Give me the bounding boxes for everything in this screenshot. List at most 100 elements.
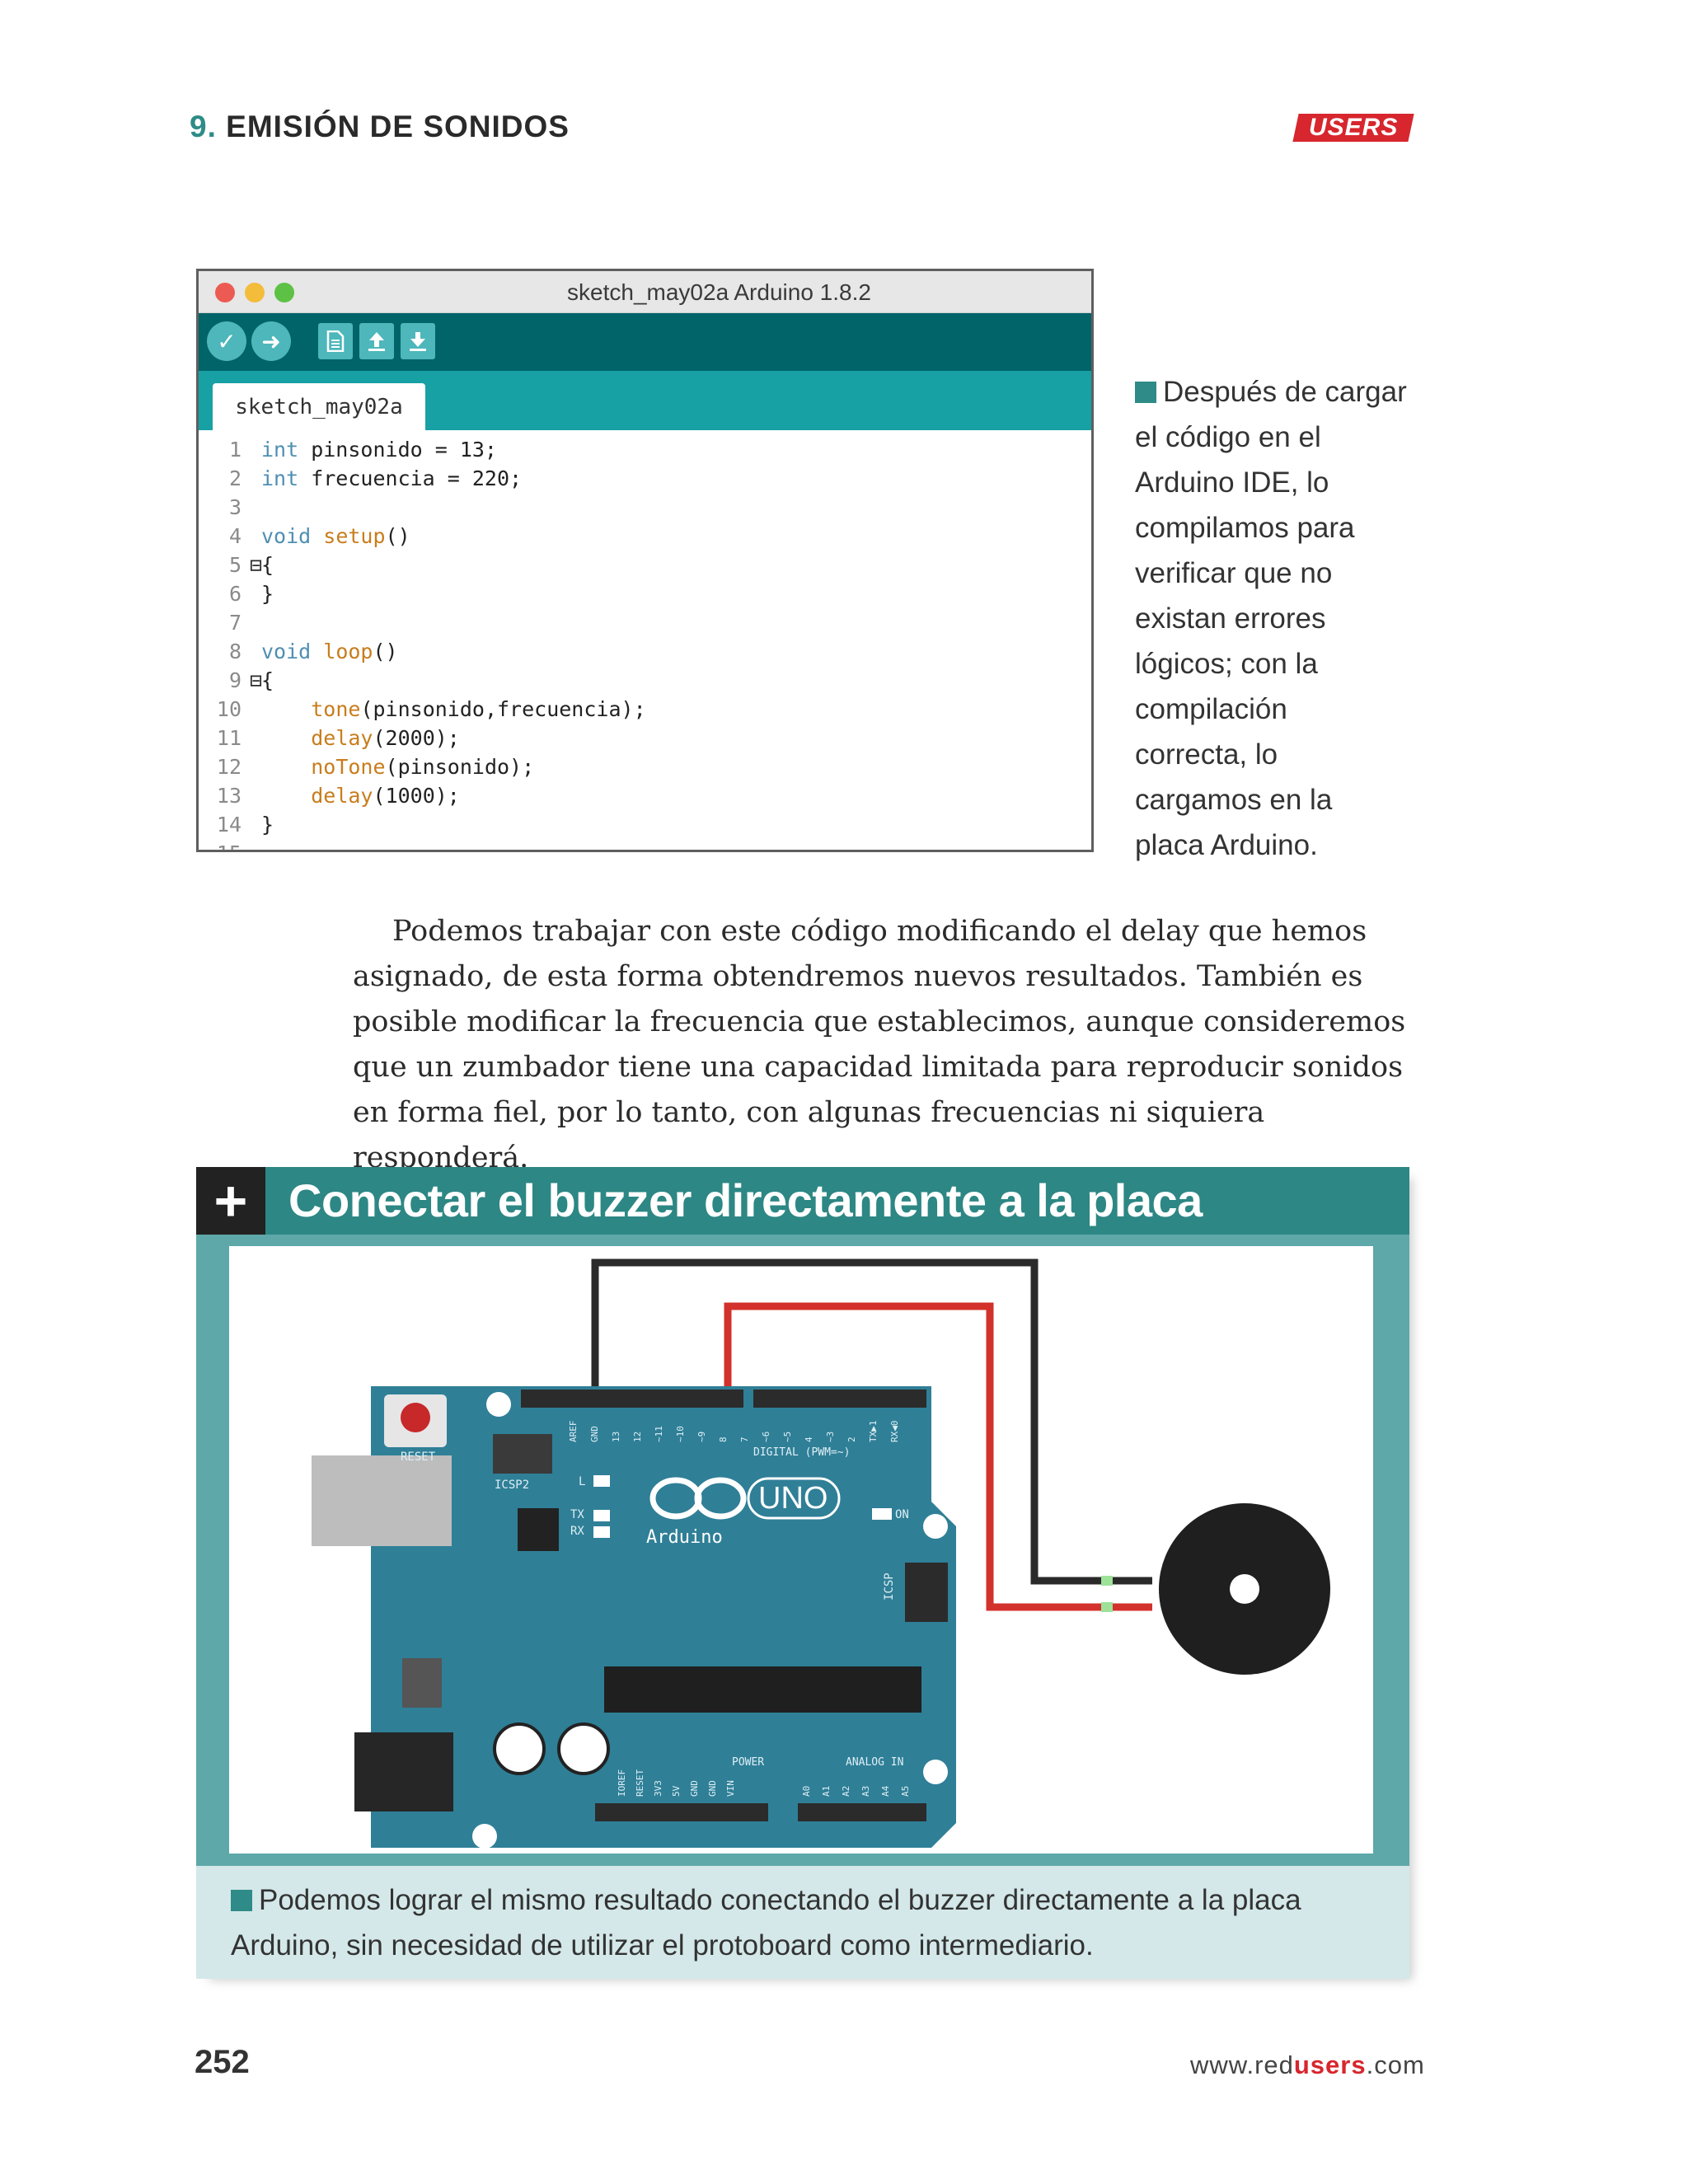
fold-icon: [250, 781, 261, 810]
new-sketch-icon[interactable]: [318, 323, 353, 359]
fold-icon: [250, 695, 261, 724]
fold-icon[interactable]: ⊟: [250, 553, 263, 577]
code-token: [311, 637, 323, 666]
uno-label: UNO: [758, 1481, 828, 1516]
ide-window-title: sketch_may02a Arduino 1.8.2: [567, 279, 871, 305]
code-token: {: [261, 553, 274, 577]
box-title: Conectar el buzzer directamente a la pla…: [288, 1174, 1203, 1226]
site-url[interactable]: www.redusers.com: [1190, 2050, 1425, 2080]
code-token: (): [373, 640, 398, 663]
code-line[interactable]: 15: [199, 839, 1091, 850]
digital-pin-label: AREF: [568, 1421, 579, 1443]
code-token: }: [261, 582, 274, 606]
analog-label: ANALOG IN: [846, 1756, 903, 1769]
line-number: 5: [228, 553, 241, 577]
code-line[interactable]: 7: [199, 608, 1091, 637]
body-paragraph: Podemos trabajar con este código modific…: [353, 915, 1406, 1174]
line-number: 1: [228, 438, 241, 462]
digital-pin-label: ~10: [675, 1426, 686, 1442]
save-sketch-icon[interactable]: [401, 323, 435, 359]
tx-led-label: TX: [570, 1508, 584, 1521]
code-line[interactable]: 13 delay(1000);: [199, 781, 1091, 810]
minimize-window-icon[interactable]: [245, 283, 265, 302]
box-caption: Podemos lograr el mismo resultado conect…: [196, 1866, 1409, 1979]
fold-icon: [250, 608, 261, 637]
code-token: [261, 781, 311, 810]
analog-pin-label: A5: [900, 1786, 911, 1797]
code-token: noTone: [311, 755, 386, 779]
users-logo: USERS: [1292, 114, 1414, 142]
line-number: 4: [228, 524, 241, 548]
site-brand: users: [1293, 2050, 1367, 2079]
digital-pin-label: 12: [632, 1432, 643, 1442]
code-line[interactable]: 5 ⊟{: [199, 551, 1091, 579]
code-token: tone: [311, 697, 361, 721]
code-line[interactable]: 10 tone(pinsonido,frecuencia);: [199, 695, 1091, 724]
digital-label: DIGITAL (PWM=~): [753, 1446, 850, 1459]
analog-pin-label: A4: [880, 1785, 891, 1797]
info-box: + Conectar el buzzer directamente a la p…: [196, 1167, 1409, 1979]
digital-pin-label: ~11: [654, 1426, 664, 1442]
code-token: {: [261, 668, 274, 692]
line-number: 13: [216, 784, 241, 808]
side-caption: Después de cargar el código en el Arduin…: [1135, 369, 1407, 868]
line-number: 12: [216, 755, 241, 779]
verify-icon[interactable]: ✓: [207, 321, 246, 361]
open-sketch-icon[interactable]: [359, 323, 394, 359]
code-token: delay: [311, 784, 373, 808]
code-token: int: [261, 466, 299, 490]
code-line[interactable]: 14}: [199, 810, 1091, 839]
digital-pin-label: 2: [846, 1436, 857, 1442]
site-prefix: www.red: [1190, 2050, 1294, 2079]
zoom-window-icon[interactable]: [274, 283, 294, 302]
page-number: 252: [195, 2044, 250, 2080]
power-pin-label: GND: [689, 1780, 700, 1797]
digital-pin-label: ~6: [761, 1432, 771, 1442]
line-number: 7: [228, 611, 241, 635]
code-token: [261, 752, 311, 781]
chapter-title: EMISIÓN DE SONIDOS: [226, 110, 570, 143]
analog-pin-label: A2: [841, 1786, 851, 1797]
close-window-icon[interactable]: [215, 283, 235, 302]
reset-label: RESET: [401, 1451, 436, 1464]
fold-icon: [250, 810, 261, 839]
arduino-board: [371, 1386, 956, 1848]
code-line[interactable]: 3: [199, 493, 1091, 522]
line-number: 15: [199, 839, 250, 850]
digital-pin-label: TX▶1: [868, 1421, 879, 1443]
digital-pin-label: GND: [589, 1426, 600, 1442]
line-number: 3: [228, 495, 241, 519]
upload-icon[interactable]: ➜: [251, 321, 291, 361]
rx-led-label: RX: [570, 1525, 584, 1538]
digital-pin-label: 7: [739, 1436, 750, 1442]
fold-icon[interactable]: ⊟: [250, 668, 263, 692]
buzzer-icon: [1159, 1503, 1330, 1675]
arduino-label: Arduino: [646, 1527, 723, 1548]
fold-icon: [250, 464, 261, 493]
code-line[interactable]: 6}: [199, 579, 1091, 608]
arduino-ide-window: sketch_may02a Arduino 1.8.2 ✓ ➜ sketch_m…: [196, 269, 1094, 852]
code-token: (1000);: [373, 784, 460, 808]
code-line[interactable]: 9⊟{: [199, 666, 1091, 695]
code-token: [261, 724, 311, 752]
fold-icon: [250, 752, 261, 781]
red-wire: [724, 1302, 1152, 1611]
code-line[interactable]: 12 noTone(pinsonido);: [199, 752, 1091, 781]
code-line[interactable]: 11 delay(2000);: [199, 724, 1091, 752]
digital-pin-label: ~5: [782, 1432, 793, 1442]
analog-pin-label: A0: [801, 1786, 812, 1797]
icsp-label: ICSP: [883, 1572, 896, 1601]
power-pin-label: VIN: [725, 1780, 736, 1797]
code-token: (2000);: [373, 726, 460, 750]
digital-pin-label: 4: [804, 1436, 814, 1442]
chapter-number: 9.: [190, 110, 217, 143]
power-pin-label: 3V3: [653, 1780, 663, 1797]
box-caption-text: Podemos lograr el mismo resultado conect…: [231, 1884, 1301, 1961]
line-number: 2: [228, 466, 241, 490]
tab-sketch[interactable]: sketch_may02a: [213, 383, 425, 430]
